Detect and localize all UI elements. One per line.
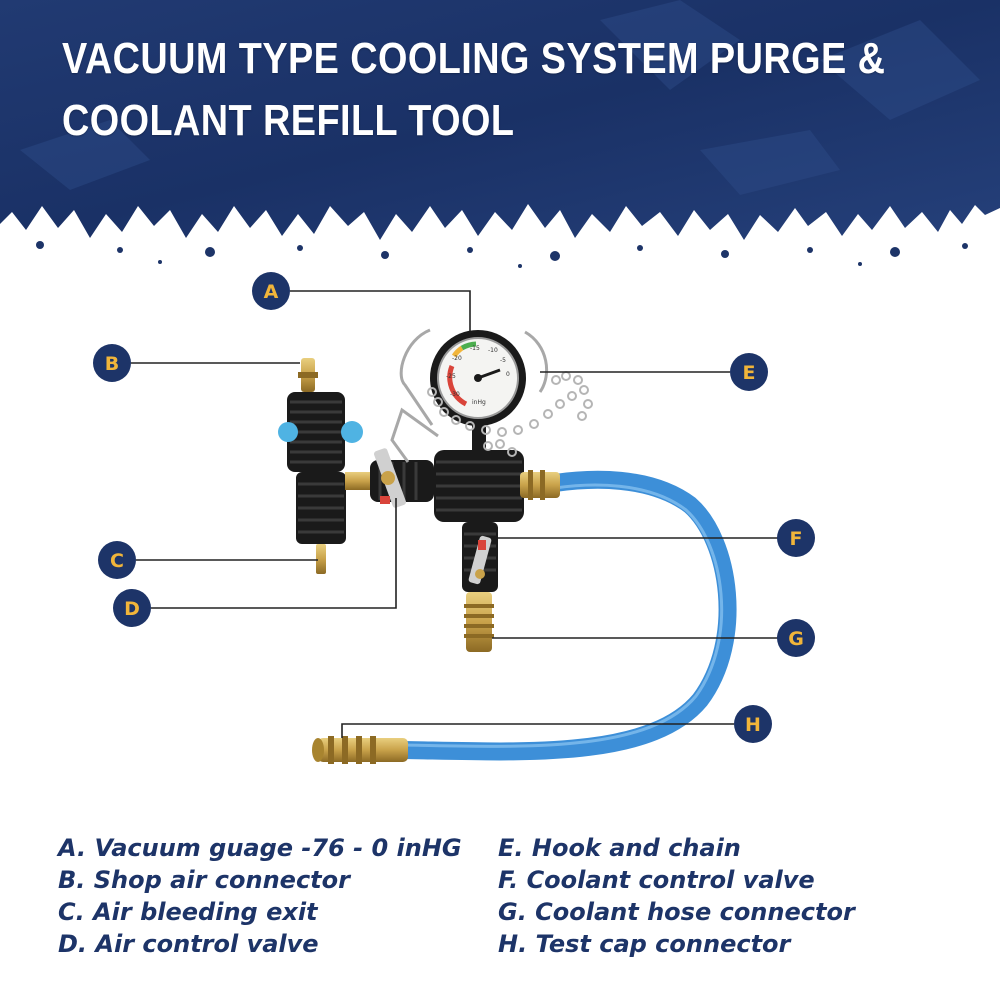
legend-item-f: F. Coolant control valve <box>498 866 815 894</box>
legend-item-a: A. Vacuum guage -76 - 0 inHG <box>58 834 462 862</box>
callout-letter-e: E <box>743 362 756 384</box>
gauge-scale-2: -5 <box>500 357 506 364</box>
gauge-scale-0: -15 <box>470 345 480 352</box>
callout-letter-h: H <box>745 714 761 736</box>
leader-line-h <box>341 723 734 738</box>
legend-left-column: A. Vacuum guage -76 - 0 inHG B. Shop air… <box>58 832 462 960</box>
vacuum-gauge: -15 -10 -5 0 -20 -25 -30 inHg <box>430 330 526 426</box>
callout-letter-a: A <box>264 281 279 303</box>
legend-item-h: H. Test cap connector <box>498 930 791 958</box>
legend-item-b: B. Shop air connector <box>58 866 350 894</box>
legend-item-g: G. Coolant hose connector <box>498 898 855 926</box>
callout-badge-f: F <box>777 519 815 557</box>
central-body <box>434 420 560 522</box>
callout-letter-g: G <box>788 628 804 650</box>
coolant-hose-highlight <box>404 483 724 748</box>
gauge-scale-1: -10 <box>488 347 498 354</box>
coolant-hose <box>396 470 737 761</box>
banner-texture <box>20 0 980 195</box>
callout-badge-e: E <box>730 353 768 391</box>
callout-letter-f: F <box>790 528 803 550</box>
leader-lines <box>131 290 778 738</box>
banner-splatter <box>36 241 968 268</box>
legend-item-d: D. Air control valve <box>58 930 319 958</box>
air-control-valve <box>345 448 434 508</box>
callout-badge-d: D <box>113 589 151 627</box>
callout-badge-b: B <box>93 344 131 382</box>
header-banner <box>0 0 1000 268</box>
leader-line-d <box>151 498 397 609</box>
legend-right-column: E. Hook and chain F. Coolant control val… <box>498 832 855 960</box>
coolant-hose-connector <box>464 592 494 652</box>
test-cap-connector <box>312 736 408 764</box>
callout-letter-b: B <box>105 353 119 375</box>
callout-badge-c: C <box>98 541 136 579</box>
air-unit-left <box>278 358 363 574</box>
callout-letter-c: C <box>110 550 124 572</box>
callout-letter-d: D <box>124 598 140 620</box>
gauge-scale-4: -20 <box>452 355 462 362</box>
callout-badge-h: H <box>734 705 772 743</box>
callout-badge-g: G <box>777 619 815 657</box>
gauge-scale-5: -25 <box>446 373 456 380</box>
gauge-unit: inHg <box>472 399 486 406</box>
callout-badge-a: A <box>252 272 290 310</box>
leader-line-a <box>290 290 471 331</box>
coolant-control-valve <box>462 522 498 592</box>
legend-item-c: C. Air bleeding exit <box>58 898 318 926</box>
page-title-line-1: VACUUM TYPE COOLING SYSTEM PURGE & <box>62 34 886 83</box>
gauge-scale-6: -30 <box>450 391 460 398</box>
legend-item-e: E. Hook and chain <box>498 834 741 862</box>
page-title-line-2: COOLANT REFILL TOOL <box>62 96 515 145</box>
gauge-scale-3: 0 <box>506 371 510 378</box>
